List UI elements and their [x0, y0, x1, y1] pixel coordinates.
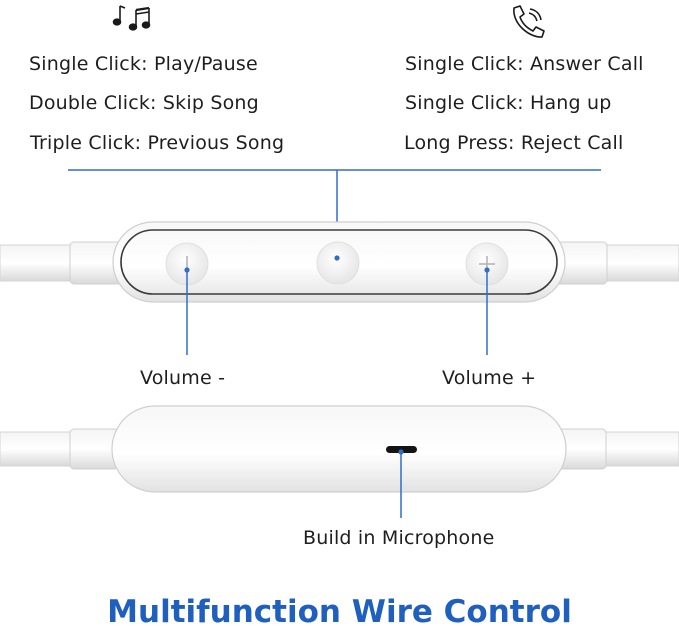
page-title: Multifunction Wire Control — [107, 594, 572, 630]
lower-remote-body — [111, 405, 567, 493]
upper-cable — [0, 241, 679, 285]
microphone-callout-dot — [398, 449, 404, 455]
call-control-label-reject: Long Press: Reject Call — [404, 132, 624, 154]
music-control-label-single: Single Click: Play/Pause — [29, 53, 258, 75]
call-control-label-answer: Single Click: Answer Call — [405, 53, 644, 75]
microphone-label: Build in Microphone — [303, 527, 495, 549]
call-control-label-hangup: Single Click: Hang up — [405, 92, 612, 114]
center-button[interactable] — [316, 241, 360, 285]
volume-minus-label: Volume - — [140, 367, 226, 389]
music-notes-icon — [112, 5, 151, 31]
phone-icon — [513, 5, 545, 38]
volume-callout-lines — [186, 270, 488, 355]
music-control-label-double: Double Click: Skip Song — [29, 92, 259, 114]
callout-dots — [184, 255, 490, 273]
music-control-label-triple: Triple Click: Previous Song — [30, 132, 285, 154]
lower-cable — [0, 428, 679, 470]
volume-plus-label: Volume + — [442, 367, 537, 389]
